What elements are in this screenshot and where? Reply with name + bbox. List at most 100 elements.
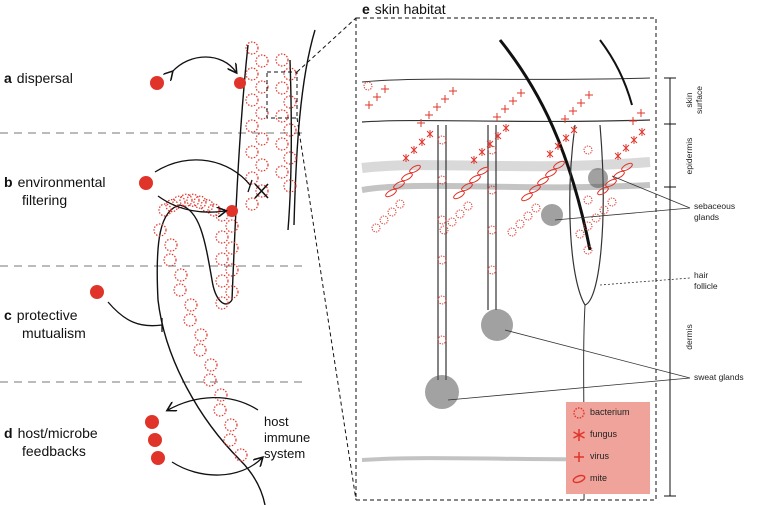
habitat-microbe bbox=[464, 202, 472, 210]
habitat-microbe bbox=[637, 109, 645, 117]
legend-item: virus bbox=[566, 448, 650, 466]
microbe-circle bbox=[246, 94, 258, 106]
microbe-circle bbox=[276, 82, 288, 94]
habitat-microbe bbox=[532, 204, 540, 212]
microbe-circle bbox=[246, 146, 258, 158]
habitat-microbe bbox=[396, 200, 404, 208]
panel-a-letter: a bbox=[4, 70, 12, 86]
microbe-circle bbox=[216, 275, 228, 287]
microbe-circle bbox=[165, 239, 177, 251]
layer-bracket bbox=[664, 78, 676, 496]
microbe-circle bbox=[175, 269, 187, 281]
host-immune-label: host immune system bbox=[264, 414, 310, 462]
panel-c-text-1: protective bbox=[17, 307, 78, 323]
panel-b-text-1: environmental bbox=[18, 174, 106, 190]
habitat-microbe bbox=[365, 101, 373, 109]
habitat-microbe bbox=[563, 134, 569, 142]
duct-microbe bbox=[438, 176, 446, 184]
habitat-microbe bbox=[493, 113, 501, 121]
habitat-microbe bbox=[576, 230, 584, 238]
legend-item: bacterium bbox=[566, 404, 650, 422]
habitat-microbe bbox=[577, 99, 585, 107]
panel-c-text-2: mutualism bbox=[22, 325, 86, 341]
habitat-microbe bbox=[503, 124, 509, 132]
microbe-circle bbox=[276, 54, 288, 66]
microbe-circle bbox=[184, 314, 196, 326]
habitat-microbe bbox=[629, 117, 637, 125]
habitat-microbe bbox=[425, 111, 433, 119]
habitat-microbe bbox=[433, 103, 441, 111]
panel-e-letter: e bbox=[362, 1, 370, 17]
annotation-hair-2: follicle bbox=[694, 281, 718, 291]
microbe-circle bbox=[246, 120, 258, 132]
microbe-circle bbox=[276, 110, 288, 122]
habitat-microbe bbox=[639, 128, 645, 136]
layer-dermis: dermis bbox=[684, 312, 694, 362]
microbe-circle bbox=[226, 242, 238, 254]
habitat-microbe bbox=[508, 228, 516, 236]
microbe-circle bbox=[225, 419, 237, 431]
mite-icon bbox=[572, 472, 586, 486]
microbe-circle bbox=[187, 194, 199, 206]
habitat-microbe bbox=[501, 105, 509, 113]
microbe-circle bbox=[185, 299, 197, 311]
habitat-microbe bbox=[364, 82, 372, 90]
microbe-circle bbox=[235, 449, 247, 461]
microbe-circle bbox=[284, 124, 296, 136]
microbe-circle bbox=[195, 329, 207, 341]
microbe-circle bbox=[201, 200, 213, 212]
microbe-circle bbox=[159, 204, 171, 216]
habitat-microbe bbox=[516, 220, 524, 228]
microbe-circle bbox=[204, 374, 216, 386]
annotation-hair-follicle: hair follicle bbox=[694, 270, 718, 292]
microbe-circle bbox=[216, 253, 228, 265]
habitat-microbe bbox=[547, 150, 553, 158]
duct-microbe bbox=[584, 146, 592, 154]
annotation-sebaceous: sebaceous glands bbox=[694, 201, 735, 223]
habitat-microbe bbox=[615, 152, 621, 160]
host-immune-3: system bbox=[264, 446, 305, 461]
microbe-circle bbox=[256, 81, 268, 93]
panel-a-text: dispersal bbox=[17, 70, 73, 86]
bacterium-icon bbox=[572, 406, 586, 420]
panel-separators bbox=[0, 133, 308, 382]
microbe-circle bbox=[276, 166, 288, 178]
habitat-microbe bbox=[569, 107, 577, 115]
layer-skin-surface: skin surface bbox=[684, 78, 704, 122]
habitat-microbe bbox=[440, 226, 448, 234]
habitat-microbe bbox=[471, 156, 477, 164]
panel-e-text: skin habitat bbox=[375, 1, 446, 17]
habitat-microbe bbox=[524, 212, 532, 220]
duct-microbe bbox=[438, 256, 446, 264]
legend: bacterium fungus virus mite bbox=[566, 402, 650, 494]
habitat-microbe bbox=[380, 216, 388, 224]
annotation-leaders bbox=[448, 176, 690, 400]
layer-skin-surface-1: skin bbox=[684, 92, 694, 107]
habitat-microbe bbox=[608, 198, 616, 206]
habitat-microbe bbox=[448, 218, 456, 226]
legend-label: fungus bbox=[590, 429, 617, 439]
microbe-circle bbox=[180, 194, 192, 206]
habitat-microbe bbox=[411, 146, 417, 154]
microbe-circle bbox=[164, 254, 176, 266]
panel-a-label: a dispersal bbox=[4, 69, 73, 87]
virus-icon bbox=[572, 450, 586, 464]
habitat-microbe bbox=[441, 95, 449, 103]
habitat-microbe bbox=[381, 85, 389, 93]
habitat-microbe bbox=[456, 210, 464, 218]
legend-item: fungus bbox=[566, 426, 650, 444]
microbe-circle bbox=[208, 204, 220, 216]
host-immune-1: host bbox=[264, 414, 289, 429]
duct-microbe bbox=[488, 146, 496, 154]
microbe-circle bbox=[276, 138, 288, 150]
microbe-circle bbox=[205, 359, 217, 371]
duct-microbe bbox=[438, 336, 446, 344]
microbe-circle bbox=[256, 107, 268, 119]
microbe-circle bbox=[246, 198, 258, 210]
microbe-circle bbox=[256, 159, 268, 171]
free-microbes bbox=[90, 76, 246, 465]
microbe-circle bbox=[215, 389, 227, 401]
